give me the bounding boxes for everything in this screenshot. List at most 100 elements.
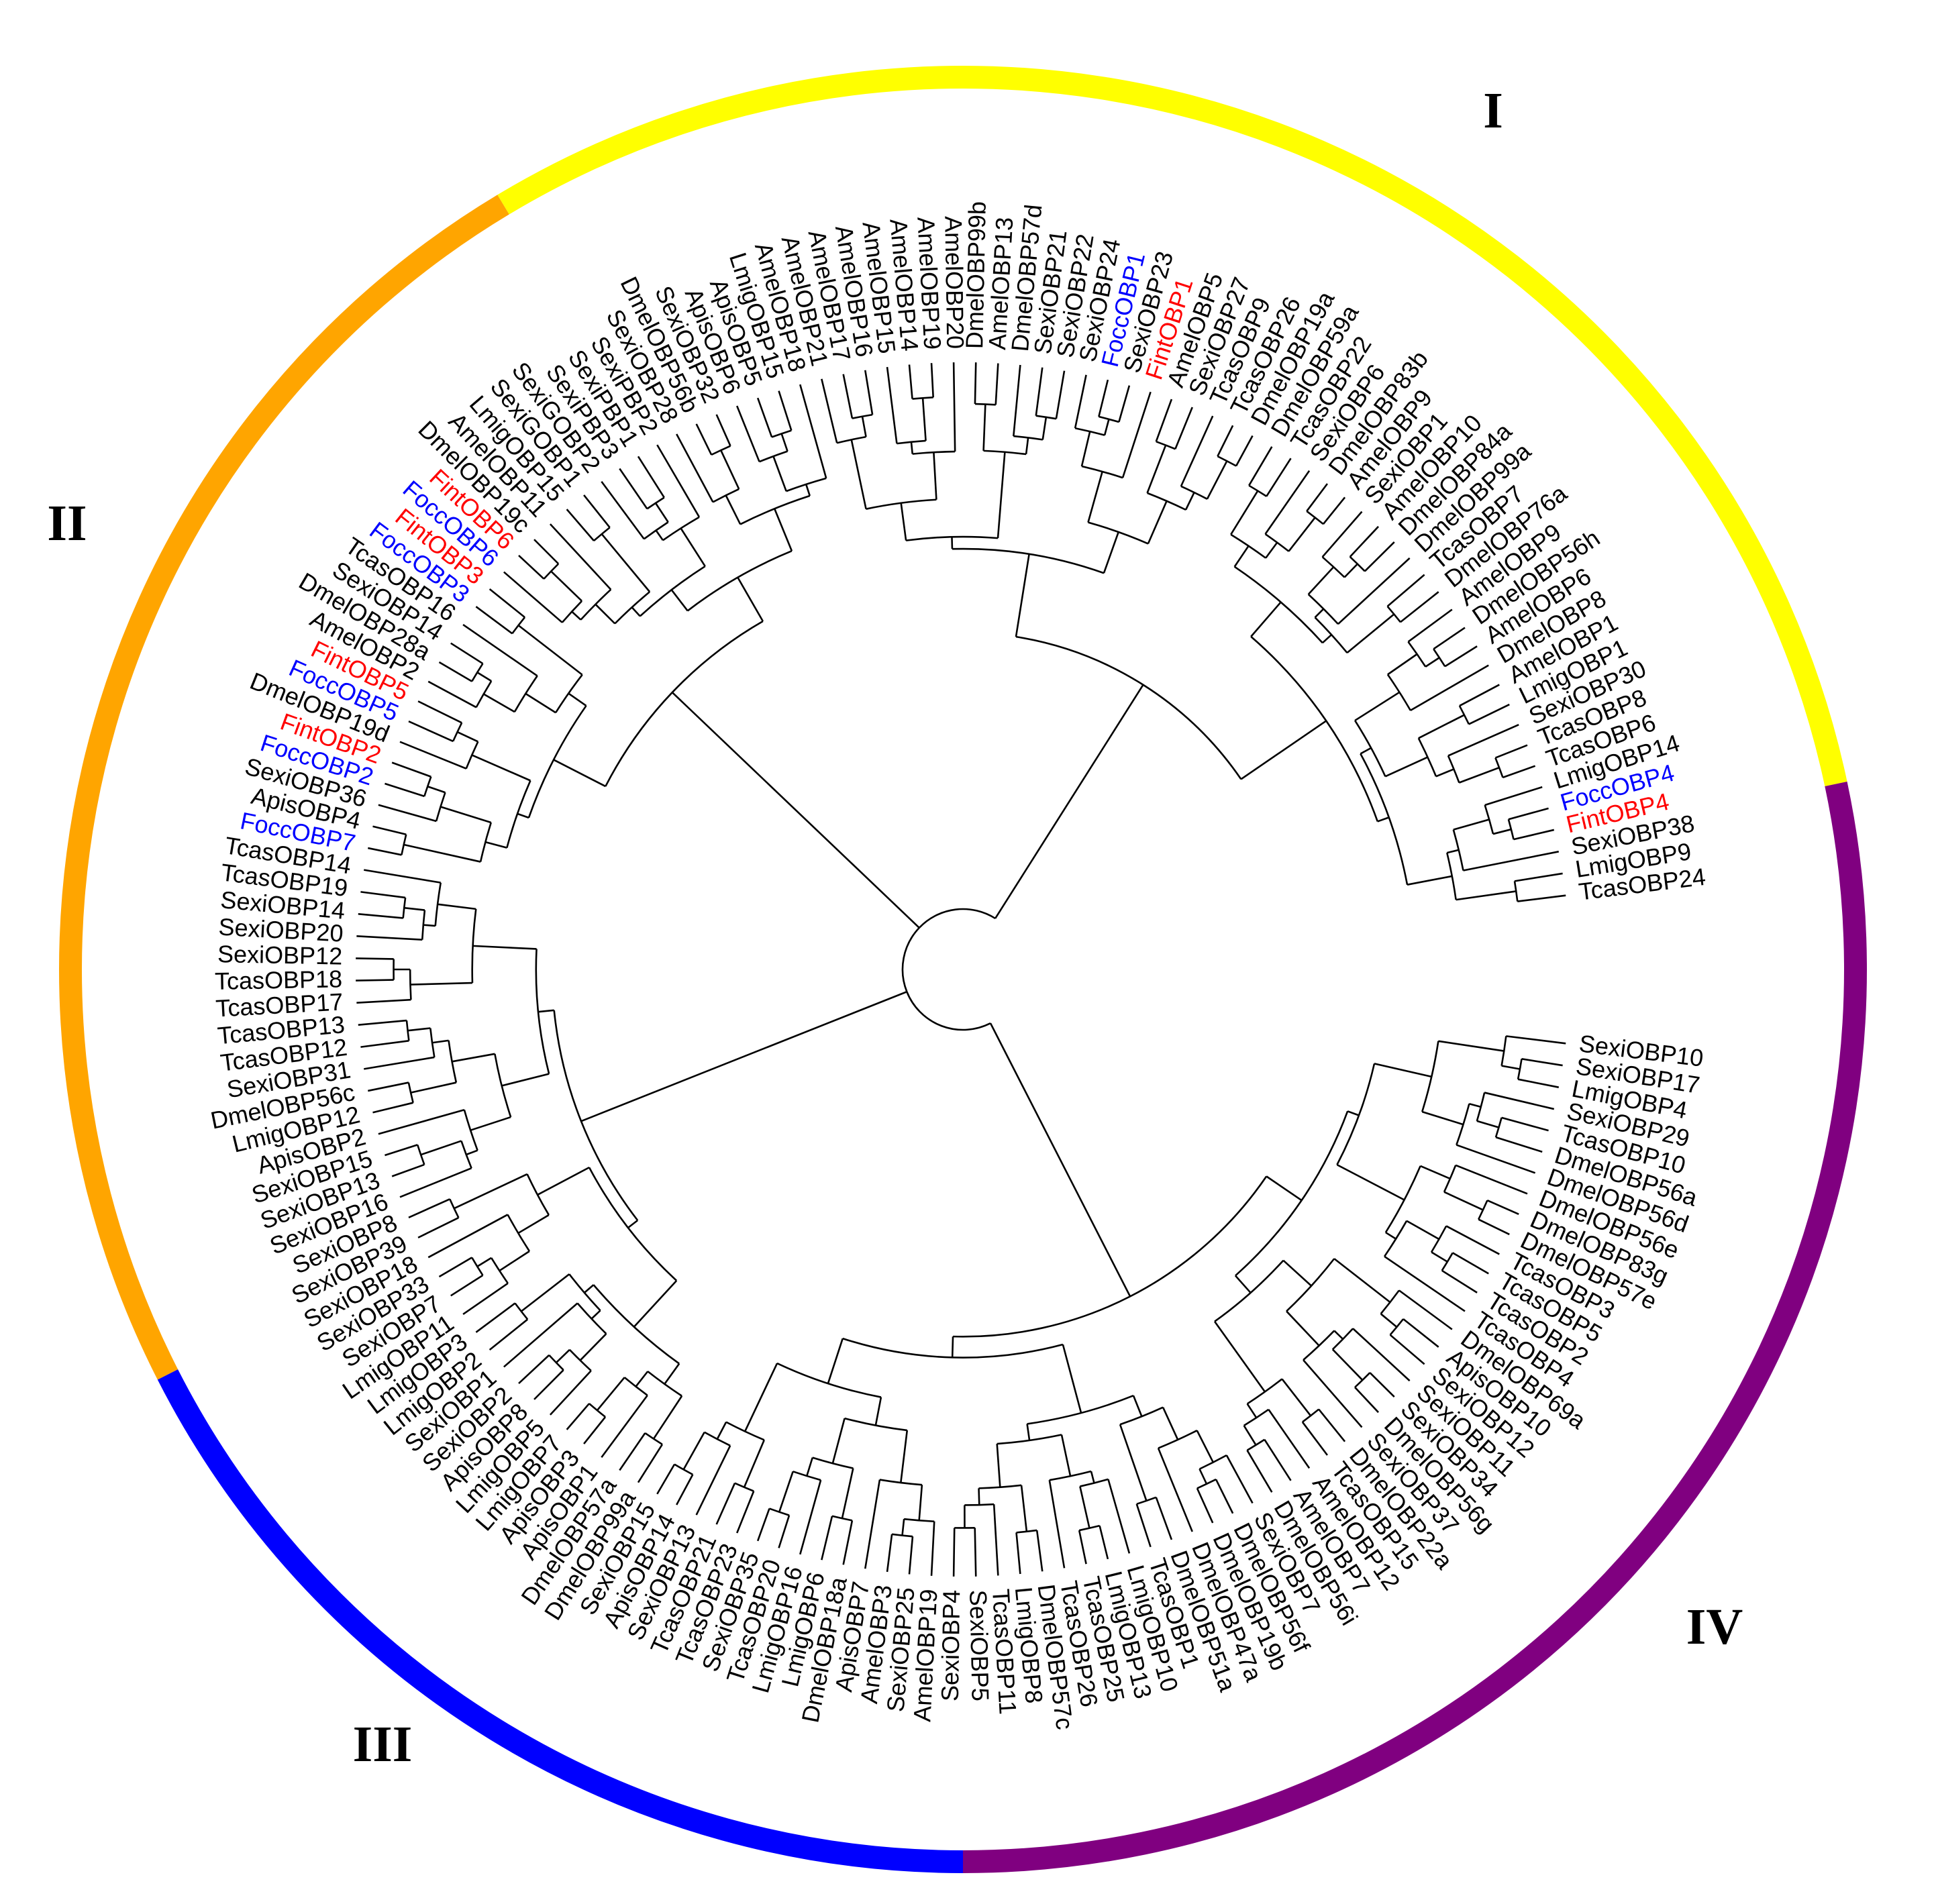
- branch: [756, 1508, 770, 1542]
- branch: [360, 1040, 409, 1048]
- branch: [1354, 1386, 1379, 1414]
- branch: [716, 1422, 727, 1440]
- branch: [619, 1432, 646, 1471]
- branch-arc: [643, 521, 669, 540]
- branch-arc: [644, 1432, 663, 1445]
- branch: [503, 1302, 578, 1368]
- branch: [1421, 1110, 1464, 1126]
- branch-arc: [1158, 1430, 1198, 1449]
- branch: [864, 1479, 881, 1569]
- branch-arc: [912, 450, 956, 455]
- branch: [1456, 890, 1517, 901]
- branch: [358, 1019, 407, 1026]
- branch: [1321, 634, 1333, 644]
- branch-arc: [1302, 1408, 1320, 1423]
- branch: [471, 754, 531, 782]
- branch-arc: [686, 550, 793, 612]
- branch: [864, 370, 874, 415]
- branch: [737, 576, 764, 622]
- branch: [1026, 1424, 1031, 1441]
- branch: [1074, 374, 1087, 429]
- branch: [1162, 1407, 1179, 1440]
- branch: [1321, 511, 1363, 558]
- branch-arc: [983, 449, 1027, 456]
- branch: [583, 1416, 607, 1444]
- branch: [403, 843, 481, 863]
- branch: [1013, 364, 1021, 437]
- branch-arc: [704, 1431, 731, 1446]
- branch-arc: [1147, 492, 1186, 511]
- branch: [437, 903, 476, 910]
- branch: [1060, 1434, 1072, 1477]
- branch-arc: [527, 705, 587, 818]
- branch-arc: [1264, 533, 1290, 552]
- branch-arc: [836, 435, 866, 444]
- branch: [861, 416, 867, 437]
- clade-label-IV: IV: [1686, 1599, 1743, 1655]
- branch: [1468, 703, 1510, 725]
- branch-arc: [1441, 1252, 1454, 1271]
- branch: [633, 1279, 678, 1328]
- branch: [631, 606, 641, 617]
- branch: [1521, 1058, 1563, 1067]
- branch-arc: [1217, 455, 1237, 467]
- branch: [499, 1250, 530, 1272]
- branch: [1147, 500, 1168, 544]
- branch: [591, 1310, 601, 1320]
- branch-arc: [711, 445, 731, 456]
- root-arc: [918, 908, 996, 929]
- branch: [652, 1395, 683, 1440]
- branch: [399, 741, 467, 770]
- branch: [1119, 1424, 1148, 1501]
- leaf-label: SexiOBP4: [936, 1590, 966, 1702]
- branch: [476, 672, 492, 682]
- branch: [601, 480, 645, 540]
- branch: [720, 449, 740, 490]
- branch-arc: [588, 1167, 678, 1281]
- branch-arc: [1500, 1036, 1507, 1066]
- clade-ring-IV: [962, 781, 1867, 1873]
- branch: [1431, 1251, 1448, 1263]
- branch-arc: [1456, 1103, 1470, 1146]
- branch: [974, 1528, 977, 1577]
- branch: [1103, 419, 1110, 435]
- branch: [901, 1519, 905, 1536]
- branch: [533, 1369, 564, 1400]
- branch: [1486, 1200, 1519, 1216]
- branch: [360, 891, 406, 899]
- branch-arc: [1246, 1438, 1266, 1451]
- branch: [1406, 1220, 1440, 1240]
- branch: [520, 1273, 570, 1312]
- branch-arc: [402, 897, 407, 918]
- branch: [1135, 1503, 1152, 1548]
- branch-arc: [891, 1533, 913, 1538]
- branch-arc: [1286, 1258, 1335, 1312]
- branch: [1513, 829, 1555, 841]
- branch: [1080, 431, 1091, 467]
- branch: [1385, 1231, 1396, 1240]
- branch-arc: [842, 1337, 1064, 1359]
- branch: [1079, 1486, 1090, 1529]
- branch: [378, 1109, 465, 1135]
- branch: [930, 1521, 935, 1576]
- branch: [1384, 756, 1428, 778]
- branch: [1494, 744, 1528, 759]
- branch: [450, 642, 484, 665]
- branch-arc: [1494, 757, 1504, 778]
- branch: [601, 1395, 648, 1459]
- branch: [533, 539, 560, 565]
- branch: [1322, 496, 1346, 525]
- branch: [356, 957, 394, 960]
- branch: [671, 692, 920, 929]
- branch: [1243, 1425, 1257, 1446]
- branch: [772, 456, 787, 492]
- branch: [431, 1039, 449, 1044]
- branch-arc: [409, 969, 412, 1000]
- branch: [1248, 446, 1273, 486]
- branch: [1265, 541, 1278, 559]
- branch: [1333, 1258, 1391, 1304]
- branch: [978, 1488, 980, 1505]
- branch: [743, 1439, 765, 1488]
- branch: [1369, 1372, 1395, 1398]
- branch: [566, 509, 595, 541]
